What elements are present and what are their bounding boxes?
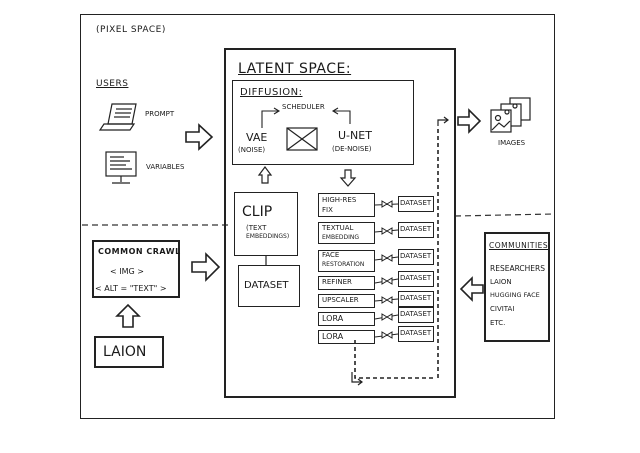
arrow-right-icon (457, 108, 482, 134)
clip-box (234, 192, 298, 256)
diffusion-box (232, 80, 414, 165)
module-box-upscaler (318, 294, 375, 308)
valve-icon (381, 200, 393, 339)
dataset-box-face (398, 249, 434, 265)
vae-label: VAE (246, 131, 268, 144)
communities-box (484, 232, 550, 342)
dataset-box-highres (398, 196, 434, 212)
variables-label: VARIABLES (146, 163, 185, 171)
module-box-lora-2 (318, 330, 375, 344)
latent-dataset-box (238, 265, 300, 307)
module-box-refiner (318, 276, 375, 290)
clip-title: CLIP (242, 204, 273, 220)
module-textual-line1: TEXTUAL (322, 224, 354, 232)
arrow-up-icon (115, 303, 141, 328)
module-lora-2-label: LORA (322, 332, 344, 341)
dataset-textual-label: DATASET (400, 225, 432, 233)
scheduler-label: SCHEDULER (282, 103, 325, 111)
laion-label: LAION (103, 344, 147, 360)
scheduler-arrows (261, 107, 351, 128)
latent-space-title: LATENT SPACE: (238, 61, 352, 77)
vae-sub-label: (NOISE) (238, 146, 266, 154)
community-item: RESEARCHERS (490, 264, 546, 273)
laptop-icon (98, 103, 137, 131)
latent-space-box (224, 48, 456, 398)
module-box-textual (318, 222, 375, 244)
diffusion-title: DIFFUSION: (240, 87, 303, 98)
communities-title: COMMUNITIES (489, 241, 549, 250)
module-face-line2: RESTORATION (322, 261, 365, 268)
community-item: HUGGING FACE (490, 291, 540, 299)
arrow-left-icon (459, 276, 484, 302)
latent-dataset-label: DATASET (244, 280, 289, 291)
dataset-highres-label: DATASET (400, 199, 432, 207)
prompt-label: PROMPT (145, 110, 175, 118)
common-crawl-alt-tag: < ALT = "TEXT" > (95, 284, 167, 293)
module-face-line1: FACE (322, 251, 340, 259)
arrow-down-icon (339, 169, 357, 187)
arrow-up-icon (257, 166, 273, 184)
monitor-icon (105, 151, 137, 184)
module-highres-line2: FIX (322, 206, 333, 214)
users-title: USERS (96, 79, 129, 89)
module-refiner-label: REFINER (322, 278, 352, 286)
community-item: ETC. (490, 319, 506, 327)
clip-sub-line1: (TEXT (246, 224, 267, 232)
clip-sub-line2: EMBEDDINGS) (246, 233, 290, 240)
dataset-box-refiner (398, 271, 434, 287)
dataset-box-upscaler (398, 291, 434, 307)
unet-label: U-NET (338, 129, 372, 142)
hourglass-icon (286, 127, 318, 151)
dataset-box-lora-2 (398, 326, 434, 342)
dataset-box-textual (398, 222, 434, 238)
common-crawl-title: COMMON CRAWL (98, 247, 181, 256)
pixel-space-title: (PIXEL SPACE) (96, 25, 166, 35)
common-crawl-img-tag: < IMG > (110, 267, 144, 276)
arrow-right-icon (191, 252, 221, 282)
unet-sub-label: (DE-NOISE) (332, 145, 372, 153)
module-lora-1-label: LORA (322, 314, 344, 323)
module-box-face (318, 250, 375, 272)
dataset-refiner-label: DATASET (400, 274, 432, 282)
community-item: LAION (490, 278, 512, 286)
dataset-box-lora-1 (398, 307, 434, 323)
images-label: IMAGES (498, 139, 526, 147)
dataset-lora-1-label: DATASET (400, 310, 432, 318)
community-item: CIVITAI (490, 305, 515, 313)
laion-box (94, 336, 164, 368)
dataset-face-label: DATASET (400, 252, 432, 260)
dataset-upscaler-label: DATASET (400, 294, 432, 302)
module-textual-line2: EMBEDDING (322, 234, 360, 241)
module-highres-line1: HIGH-RES (322, 196, 357, 204)
module-upscaler-label: UPSCALER (322, 296, 359, 304)
pixel-space-frame (80, 14, 555, 419)
module-box-highres (318, 193, 375, 217)
arrow-right-icon (185, 123, 214, 151)
module-box-lora-1 (318, 312, 375, 326)
common-crawl-box (92, 240, 180, 298)
dataset-lora-2-label: DATASET (400, 329, 432, 337)
images-icon (490, 97, 531, 133)
